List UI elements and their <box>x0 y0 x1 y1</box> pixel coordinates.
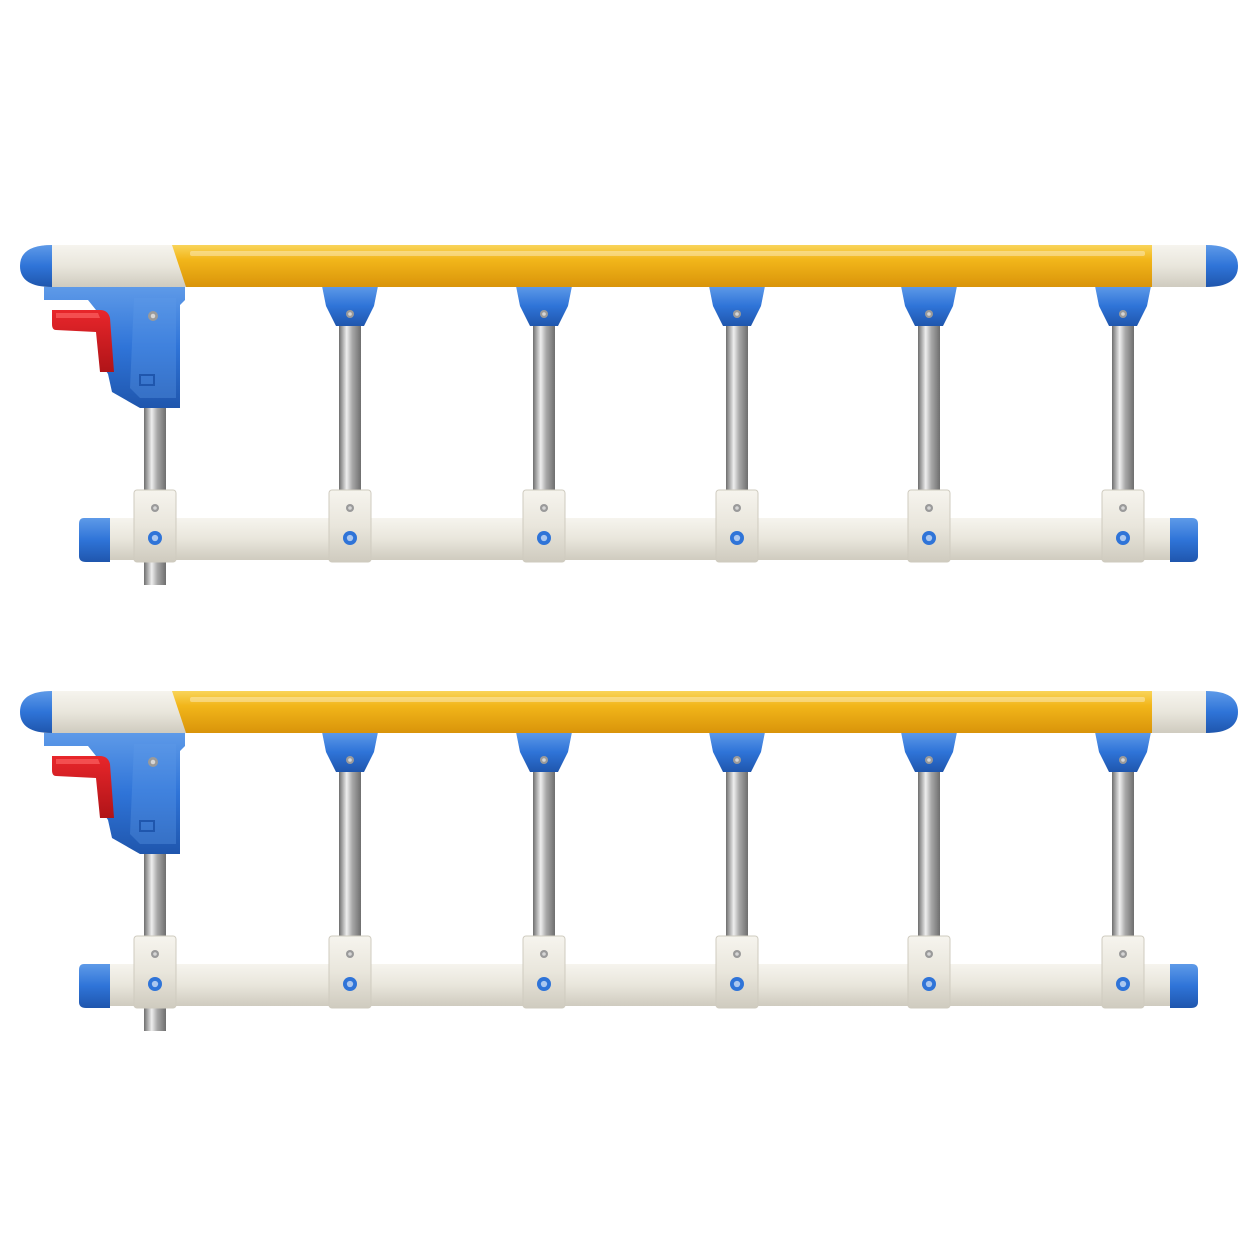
top-right-sleeve <box>1152 691 1210 733</box>
bottom-left-end-cap <box>79 518 110 562</box>
post-top-bracket <box>709 286 765 326</box>
clamp-screw-hole <box>735 506 739 510</box>
post-base-clamp <box>133 489 177 563</box>
post-base-clamp <box>907 935 951 1009</box>
bed-rail-2 <box>20 691 1238 1031</box>
bracket-screw-hole <box>735 758 739 762</box>
bottom-right-end-cap <box>1170 964 1198 1008</box>
bottom-bar <box>104 518 1176 560</box>
top-right-end-cap <box>1206 245 1238 287</box>
steel-post <box>339 766 361 946</box>
steel-post <box>533 320 555 500</box>
clamp-blue-rivet-hole <box>346 534 354 542</box>
clamp-screw-hole <box>542 506 546 510</box>
post-top-bracket <box>322 732 378 772</box>
bracket-screw-hole <box>1121 758 1125 762</box>
top-left-sleeve <box>44 691 186 733</box>
lock-screw-hole <box>150 313 156 319</box>
top-bar <box>60 245 1220 287</box>
clamp-screw-hole <box>1121 952 1125 956</box>
bracket-screw-hole <box>1121 312 1125 316</box>
top-left-end-cap <box>20 691 52 733</box>
clamp-screw-hole <box>1121 506 1125 510</box>
bracket-screw-hole <box>927 312 931 316</box>
steel-post <box>339 320 361 500</box>
post-top-bracket <box>709 732 765 772</box>
bracket-screw-hole <box>735 312 739 316</box>
clamp-blue-rivet-hole <box>733 980 741 988</box>
post-top-bracket <box>1095 286 1151 326</box>
clamp-blue-rivet-hole <box>346 980 354 988</box>
clamp-blue-rivet-hole <box>925 534 933 542</box>
post-top-bracket <box>1095 732 1151 772</box>
steel-post <box>726 320 748 500</box>
clamp-screw-hole <box>735 952 739 956</box>
top-left-end-cap <box>20 245 52 287</box>
red-release-lever <box>52 756 114 818</box>
post-base-clamp <box>715 489 759 563</box>
top-bar-highlight <box>190 251 1145 256</box>
lock-slot <box>139 374 155 386</box>
post-base-clamp <box>522 935 566 1009</box>
bracket-screw-hole <box>542 312 546 316</box>
steel-post <box>726 766 748 946</box>
top-left-sleeve <box>44 245 186 287</box>
bracket-screw-hole <box>348 312 352 316</box>
clamp-blue-rivet-hole <box>925 980 933 988</box>
clamp-screw-hole <box>153 952 157 956</box>
clamp-screw-hole <box>153 506 157 510</box>
lock-housing-face <box>130 298 176 398</box>
steel-post <box>918 320 940 500</box>
bed-rail-1 <box>20 245 1238 585</box>
post-top-bracket <box>516 286 572 326</box>
clamp-blue-rivet-hole <box>733 534 741 542</box>
post-base-clamp <box>1101 489 1145 563</box>
post-top-bracket <box>901 732 957 772</box>
post-base-clamp <box>328 489 372 563</box>
steel-post <box>533 766 555 946</box>
post-top-bracket <box>516 732 572 772</box>
clamp-screw-hole <box>348 952 352 956</box>
steel-post <box>918 766 940 946</box>
clamp-screw-hole <box>927 952 931 956</box>
clamp-blue-rivet-hole <box>1119 534 1127 542</box>
clamp-blue-rivet-hole <box>151 534 159 542</box>
bottom-bar <box>104 964 1176 1006</box>
bracket-screw-hole <box>542 758 546 762</box>
clamp-blue-rivet-hole <box>540 534 548 542</box>
post-top-bracket <box>901 286 957 326</box>
bottom-right-end-cap <box>1170 518 1198 562</box>
steel-post <box>1112 320 1134 500</box>
clamp-blue-rivet-hole <box>1119 980 1127 988</box>
post-base-clamp <box>522 489 566 563</box>
lock-slot <box>139 820 155 832</box>
top-bar <box>60 691 1220 733</box>
post-base-clamp <box>715 935 759 1009</box>
top-right-sleeve <box>1152 245 1210 287</box>
lock-housing-face <box>130 744 176 844</box>
top-right-end-cap <box>1206 691 1238 733</box>
post-base-clamp <box>133 935 177 1009</box>
clamp-blue-rivet-hole <box>540 980 548 988</box>
bracket-screw-hole <box>927 758 931 762</box>
red-lever-highlight <box>56 759 100 764</box>
bottom-left-end-cap <box>79 964 110 1008</box>
bracket-screw-hole <box>348 758 352 762</box>
post-base-clamp <box>328 935 372 1009</box>
clamp-blue-rivet-hole <box>151 980 159 988</box>
red-lever-highlight <box>56 313 100 318</box>
clamp-screw-hole <box>542 952 546 956</box>
lock-screw-hole <box>150 759 156 765</box>
post-base-clamp <box>907 489 951 563</box>
clamp-screw-hole <box>348 506 352 510</box>
post-base-clamp <box>1101 935 1145 1009</box>
post-top-bracket <box>322 286 378 326</box>
top-bar-highlight <box>190 697 1145 702</box>
red-release-lever <box>52 310 114 372</box>
clamp-screw-hole <box>927 506 931 510</box>
steel-post <box>1112 766 1134 946</box>
